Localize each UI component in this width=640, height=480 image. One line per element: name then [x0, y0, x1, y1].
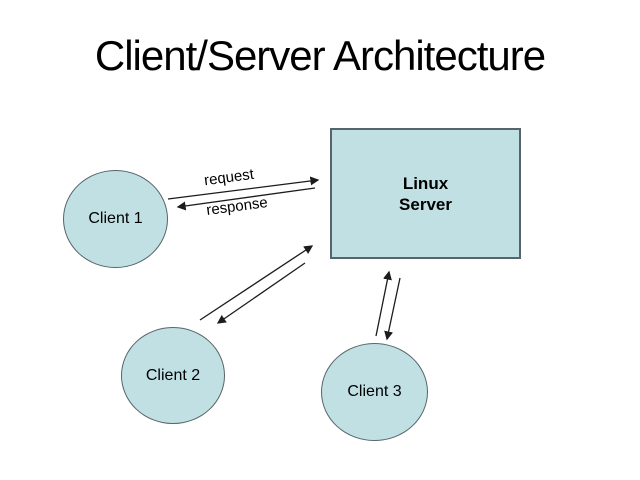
server-to-client3-arrow: [384, 277, 401, 341]
response-arrow-label: response: [205, 194, 269, 219]
client2-node: Client 2: [121, 327, 225, 424]
server-to-client2-arrow: [216, 262, 306, 324]
server-node: Linux Server: [330, 128, 521, 259]
client3-label: Client 3: [347, 383, 402, 400]
client3-to-server-arrow: [375, 270, 392, 337]
server-label: Linux Server: [399, 173, 452, 214]
request-arrow-label: request: [203, 165, 255, 190]
client2-to-server-arrow: [199, 245, 314, 321]
client1-node: Client 1: [63, 170, 168, 268]
client2-label: Client 2: [145, 366, 201, 384]
slide-title: Client/Server Architecture: [94, 32, 546, 79]
client3-node: Client 3: [321, 343, 428, 441]
client1-label: Client 1: [88, 210, 143, 227]
